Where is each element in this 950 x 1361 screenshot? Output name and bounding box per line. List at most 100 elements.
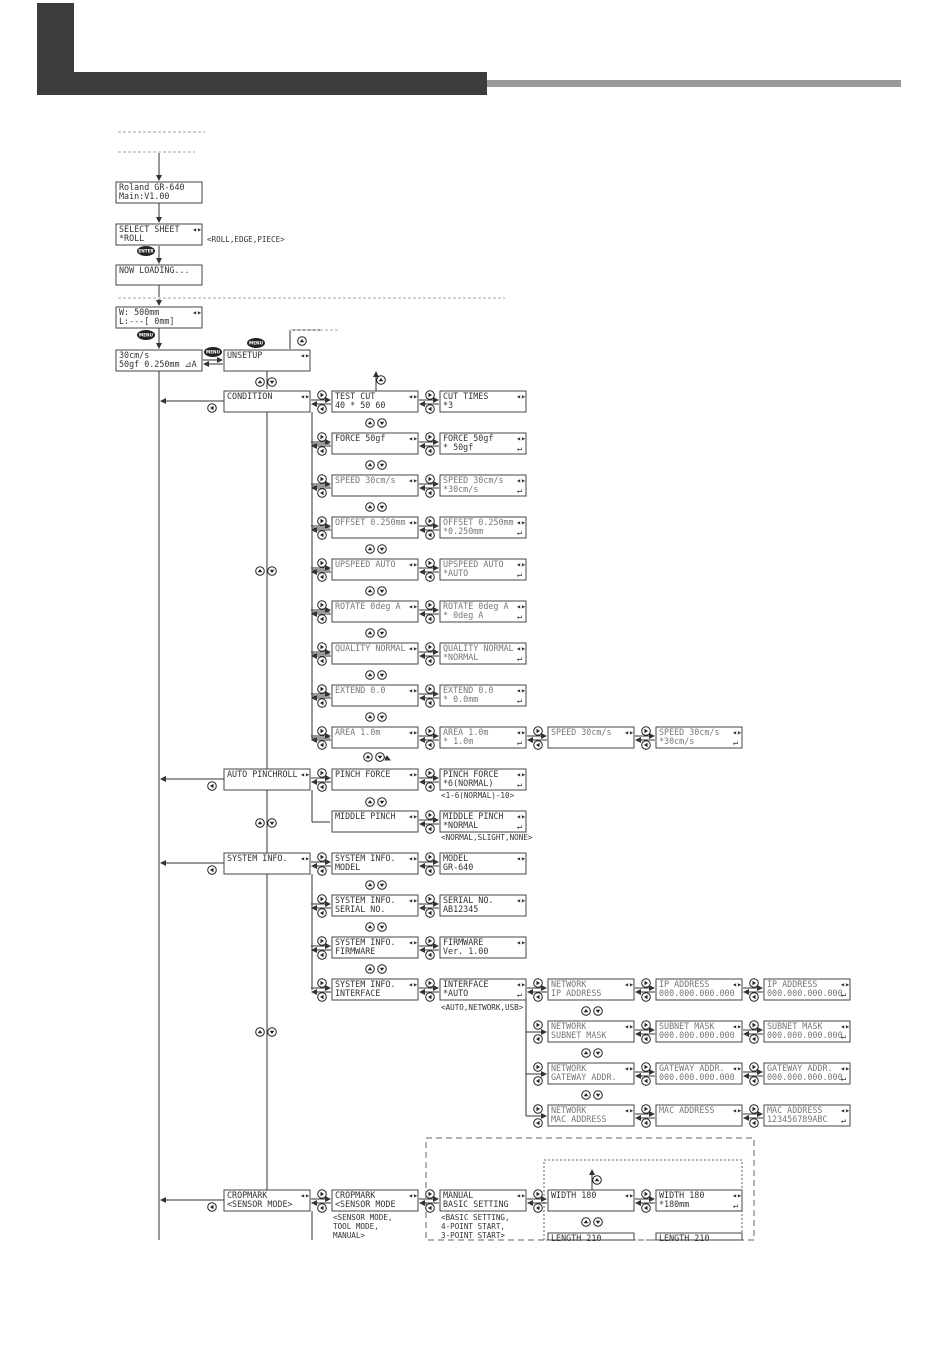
right-key-icon: [317, 936, 327, 946]
left-key-icon: [317, 656, 327, 666]
enter-key-icon: ENTER: [137, 246, 155, 256]
up-key-icon: [365, 797, 375, 807]
scroll-arrows-icon: ◂▸: [624, 1105, 634, 1115]
lcd-line: IP ADDRESS: [767, 979, 817, 989]
lcd-frame: [439, 432, 527, 455]
lcd-frame: [331, 684, 419, 707]
scroll-arrows-icon: ◂▸: [408, 475, 418, 485]
option-note: <AUTO,NETWORK,USB>: [441, 1003, 524, 1012]
scroll-arrows-icon: ◂▸: [408, 769, 418, 779]
scroll-arrows-icon: ◂▸: [732, 1021, 742, 1031]
right-key-icon: [317, 474, 327, 484]
left-key-icon: [425, 992, 435, 1002]
down-key-icon: [377, 712, 387, 722]
lcd-line: SYSTEM INFO.: [227, 853, 288, 863]
lcd-select-sheet: SELECT SHEET*ROLL◂▸: [115, 223, 203, 246]
up-key-icon: [365, 544, 375, 554]
lcd-line: * 0.0mm: [443, 694, 478, 704]
lcd-line: 40 * 50 60: [335, 400, 385, 410]
lcd-line: 123456789ABC: [767, 1114, 828, 1124]
lcd-line: MANUAL: [443, 1190, 473, 1200]
lcd-frame: [763, 1104, 851, 1127]
option-notes: <ROLL,EDGE,PIECE><1-6(NORMAL)-10><NORMAL…: [207, 235, 533, 1240]
left-key-icon: [317, 1203, 327, 1213]
down-key-icon: [377, 964, 387, 974]
up-key-icon: [365, 964, 375, 974]
lcd-offset-set: OFFSET 0.250mm*0.250mm◂▸↵: [439, 516, 527, 539]
lcd-frame: [547, 1189, 635, 1212]
up-key-icon: [365, 880, 375, 890]
lcd-line: * 50gf: [443, 442, 473, 452]
left-key-icon: [533, 1076, 543, 1086]
right-key-icon: [641, 978, 651, 988]
down-key-icon: [593, 1006, 603, 1016]
right-key-icon: [317, 390, 327, 400]
lcd-frame: [115, 223, 203, 246]
scroll-arrows-icon: ◂▸: [516, 727, 526, 737]
lcd-speed-set: SPEED 30cm/s*30cm/s◂▸↵: [439, 474, 527, 497]
lcd-line: SPEED 30cm/s: [659, 727, 720, 737]
lcd-frame: [331, 390, 419, 413]
left-key-icon: [641, 1076, 651, 1086]
lcd-cut-times: CUT TIMES*3◂▸: [439, 390, 527, 413]
left-key-icon: [425, 404, 435, 414]
lcd-line: L:---[ 0mm]: [119, 316, 174, 326]
down-key-icon: [593, 1048, 603, 1058]
lcd-frame: [439, 516, 527, 539]
left-key-icon: [425, 740, 435, 750]
lcd-line: MIDDLE PINCH: [443, 811, 504, 821]
lcd-line: QUALITY NORMAL: [443, 643, 514, 653]
lcd-line: INTERFACE: [335, 988, 380, 998]
up-key-icon: [365, 922, 375, 932]
up-key-icon: [581, 1090, 591, 1100]
lcd-line: GATEWAY ADDR.: [767, 1063, 833, 1073]
scroll-arrows-icon: ◂▸: [192, 224, 202, 234]
lcd-line: EXTEND 0.0: [335, 685, 385, 695]
lcd-gateway-val: GATEWAY ADDR.000.000.000.000◂▸: [655, 1062, 743, 1085]
right-key-icon: [425, 978, 435, 988]
left-key-icon: [425, 824, 435, 834]
right-key-icon: [749, 1020, 759, 1030]
lcd-frame: [439, 810, 527, 833]
lcd-line: SUBNET MASK: [767, 1021, 823, 1031]
lcd-line: MIDDLE PINCH: [335, 811, 396, 821]
lcd-line: *NORMAL: [443, 652, 478, 662]
scroll-arrows-icon: ◂▸: [516, 895, 526, 905]
option-note: <SENSOR MODE,: [333, 1213, 392, 1222]
right-key-icon: [641, 1062, 651, 1072]
option-note: <ROLL,EDGE,PIECE>: [207, 235, 285, 244]
right-key-icon: [317, 1189, 327, 1199]
lcd-force: FORCE 50gf◂▸: [331, 432, 419, 455]
lcd-line: MAC ADDRESS: [767, 1105, 822, 1115]
lcd-frame: [331, 642, 419, 665]
lcd-quality: QUALITY NORMAL◂▸: [331, 642, 419, 665]
up-key-icon: [365, 628, 375, 638]
scroll-arrows-icon: ◂▸: [732, 979, 742, 989]
right-key-icon: [641, 1189, 651, 1199]
lcd-frame: [439, 936, 527, 959]
lcd-unsetup: UNSETUP◂▸: [223, 349, 311, 372]
left-key-icon: [317, 992, 327, 1002]
left-key-icon: [317, 866, 327, 876]
left-key-icon: [317, 740, 327, 750]
option-note: <NORMAL,SLIGHT,NONE>: [441, 833, 533, 842]
lcd-line: NETWORK: [551, 1105, 587, 1115]
up-key-icon: [255, 377, 265, 387]
up-key-icon: [581, 1006, 591, 1016]
lcd-line: *0.250mm: [443, 526, 483, 536]
lcd-cropmark-mode: CROPMARK<SENSOR MODE◂▸: [331, 1189, 419, 1212]
connector-line: [383, 755, 391, 761]
lcd-speed: SPEED 30cm/s◂▸: [331, 474, 419, 497]
left-key-icon: [425, 614, 435, 624]
lcd-frame: [439, 600, 527, 623]
lcd-extend-set: EXTEND 0.0* 0.0mm◂▸↵: [439, 684, 527, 707]
scroll-arrows-icon: ◂▸: [516, 937, 526, 947]
lcd-extend: EXTEND 0.0◂▸: [331, 684, 419, 707]
lcd-frame: [655, 1189, 743, 1212]
lcd-frame: [547, 1232, 635, 1241]
lcd-line: 000.000.000.000: [767, 1072, 843, 1082]
left-key-icon: [207, 1202, 217, 1212]
scroll-arrows-icon: ◂▸: [408, 517, 418, 527]
scroll-arrows-icon: ◂▸: [516, 685, 526, 695]
